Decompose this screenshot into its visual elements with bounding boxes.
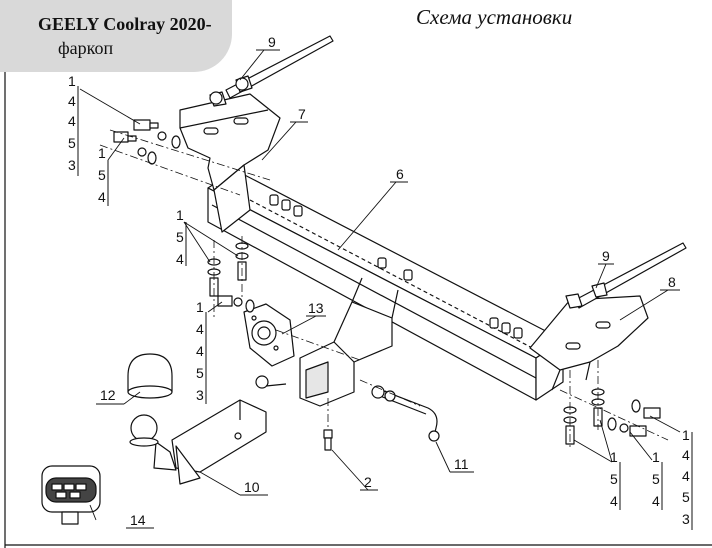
callout-9-right: 9 [602, 248, 610, 264]
stack-right-a: 1 5 4 [610, 449, 618, 509]
callout-12: 12 [100, 387, 116, 403]
diagram-heading: Схема установки [416, 5, 573, 29]
right-lower-fasteners [563, 388, 661, 445]
stack-top-left: 1 4 4 5 3 [68, 73, 76, 173]
stack-item: 4 [682, 447, 690, 463]
stack-item: 1 [682, 427, 690, 443]
callout-6: 6 [396, 166, 404, 182]
beam-nuts [269, 194, 523, 339]
left-center-fasteners [207, 242, 255, 313]
stack-item: 1 [176, 207, 184, 223]
stack-item: 1 [652, 449, 660, 465]
callout-7: 7 [298, 106, 306, 122]
title-tab: GEELY Coolray 2020- фаркоп [0, 0, 232, 72]
stack-item: 5 [652, 471, 660, 487]
stack-item: 4 [652, 493, 660, 509]
callout-13: 13 [308, 300, 324, 316]
callout-14: 14 [130, 512, 146, 528]
title-model: GEELY Coolray 2020- [38, 14, 212, 34]
assembly-lines [99, 129, 669, 450]
stack-item: 4 [68, 93, 76, 109]
stack-item: 3 [682, 511, 690, 527]
stack-item: 4 [196, 343, 204, 359]
stack-item: 3 [196, 387, 204, 403]
stack-item: 5 [176, 229, 184, 245]
stack-item: 4 [176, 251, 184, 267]
callout-10: 10 [244, 479, 260, 495]
ball-cap [127, 353, 173, 399]
stack-item: 5 [196, 365, 204, 381]
stack-item: 4 [196, 321, 204, 337]
stack-item: 4 [68, 113, 76, 129]
callout-2: 2 [364, 474, 372, 490]
callout-labels: 9 7 6 8 9 13 12 10 14 2 11 1 4 4 5 3 1 5… [68, 34, 690, 528]
tow-ball-mount [129, 399, 267, 485]
stack-item: 4 [610, 493, 618, 509]
strap-right [565, 242, 687, 309]
stack-item: 1 [98, 145, 106, 161]
stack-item: 5 [610, 471, 618, 487]
spring-clip [255, 375, 287, 389]
socket-plate [243, 303, 295, 367]
stack-right-b: 1 5 4 [652, 449, 660, 509]
stack-item: 5 [68, 135, 76, 151]
stack-item: 1 [196, 299, 204, 315]
callout-11: 11 [454, 456, 469, 472]
title-product: фаркоп [58, 38, 114, 58]
stack-left-lower: 1 4 4 5 3 [196, 299, 204, 403]
crossbeam [207, 169, 564, 401]
stack-right-c: 1 4 4 5 3 [682, 427, 690, 527]
stack-mid-left: 1 5 4 [98, 145, 106, 205]
stack-item: 5 [682, 489, 690, 505]
cross-bolt [323, 429, 333, 451]
callout-9-left: 9 [268, 34, 276, 50]
callout-8: 8 [668, 274, 676, 290]
control-module [41, 465, 101, 525]
stack-item: 3 [68, 157, 76, 173]
leader-lines [79, 49, 681, 521]
receiver-box [299, 277, 399, 407]
stack-item: 5 [98, 167, 106, 183]
stack-left-center: 1 5 4 [176, 207, 184, 267]
stack-item: 4 [682, 468, 690, 484]
stack-item: 4 [98, 189, 106, 205]
callout-rules [77, 49, 693, 530]
left-bracket [179, 93, 281, 233]
locking-pin [371, 385, 440, 442]
stack-item: 1 [610, 449, 618, 465]
stack-item: 1 [68, 73, 76, 89]
